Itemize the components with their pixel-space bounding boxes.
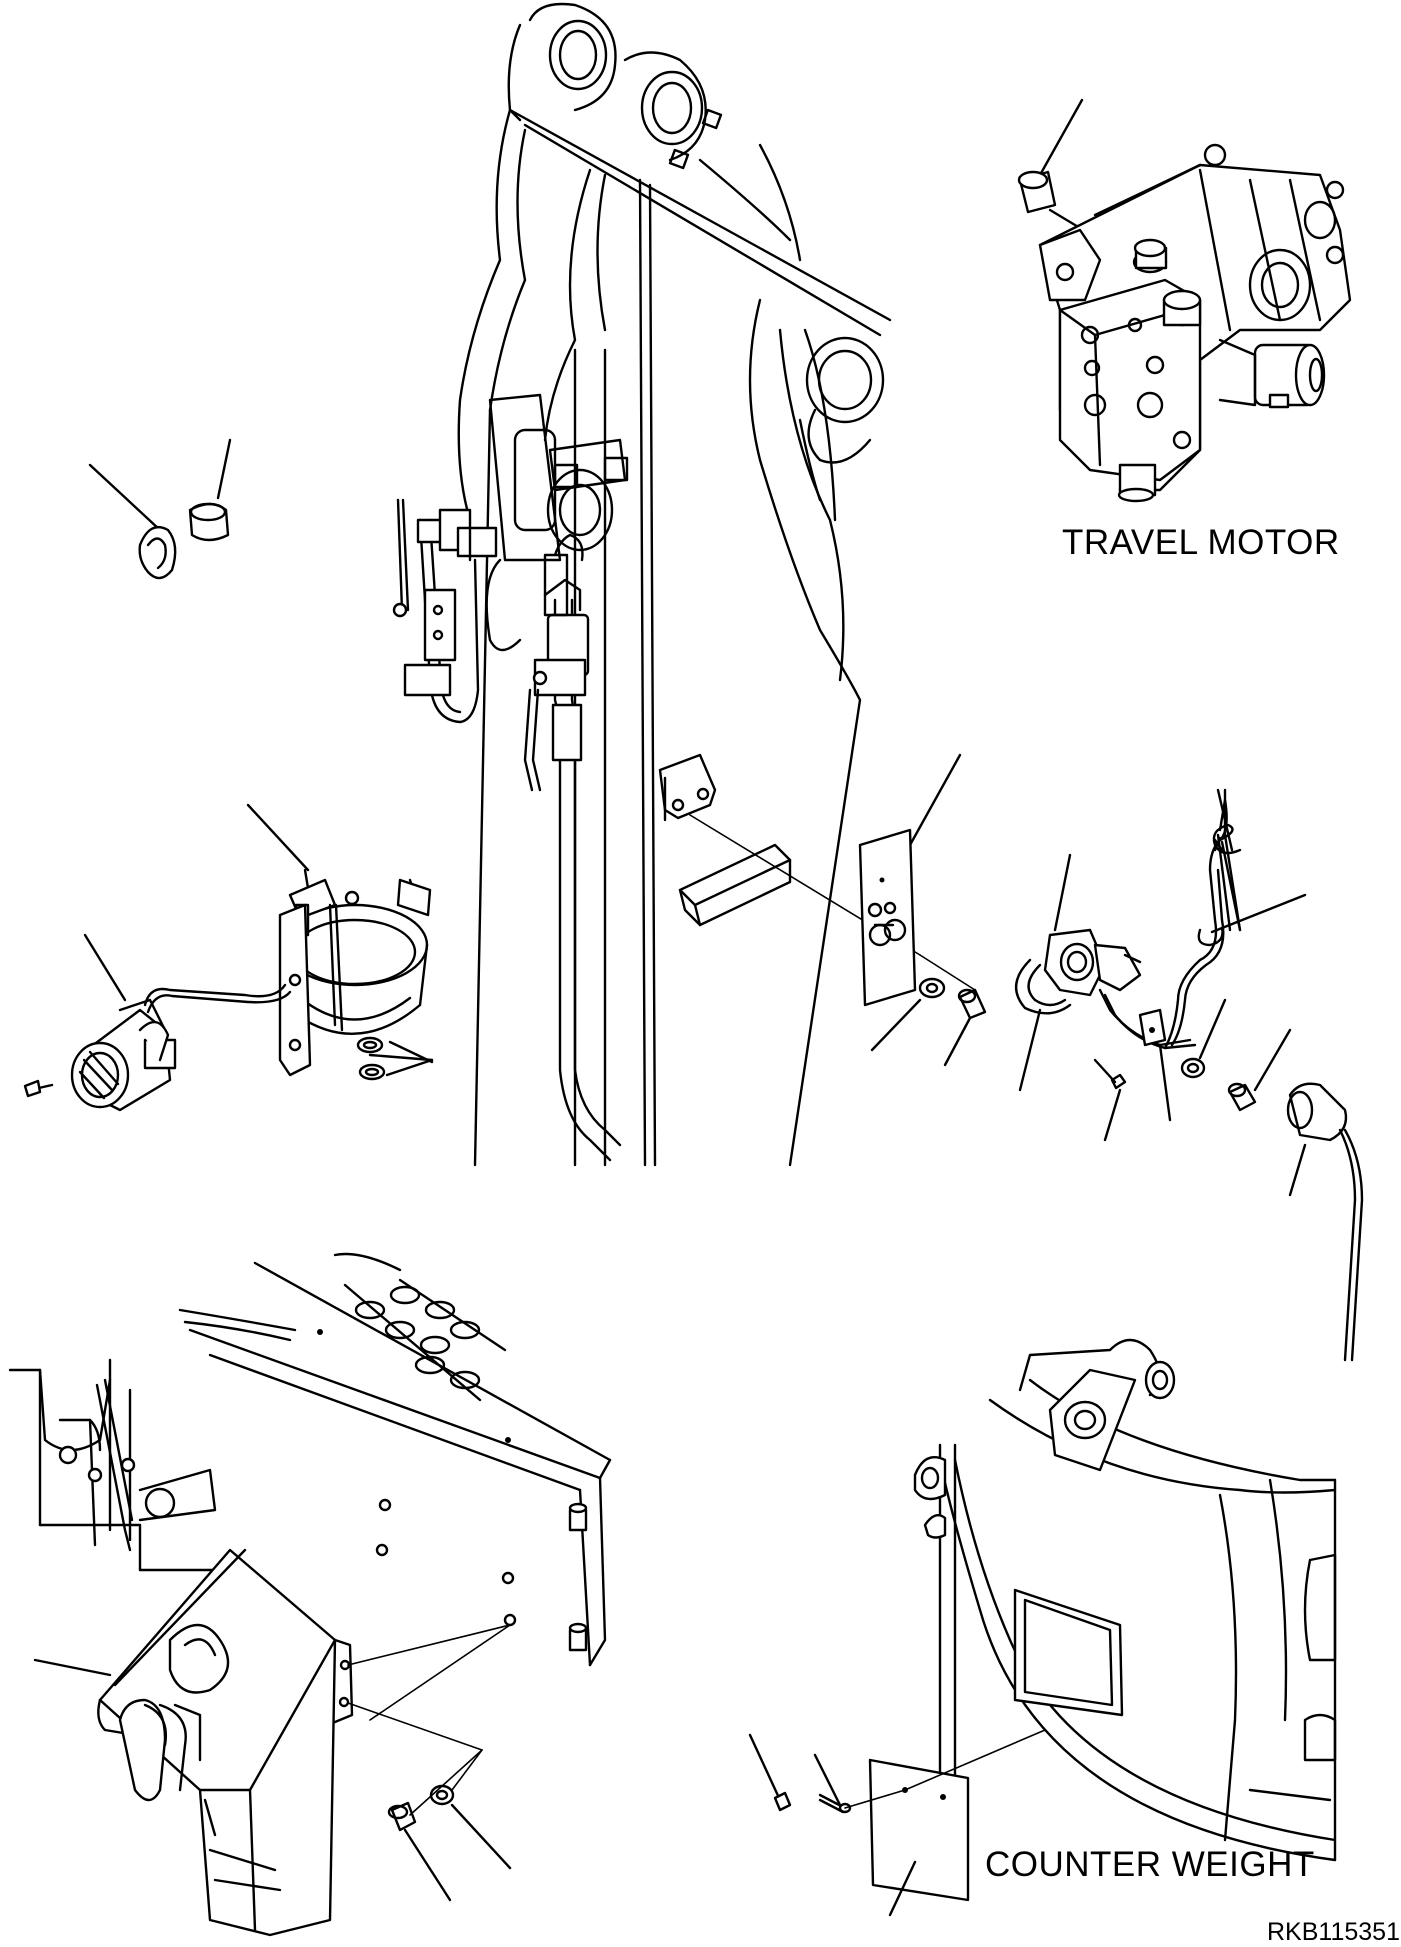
- boom-arm-drawing: [394, 4, 890, 1165]
- travel-motor-label: TRAVEL MOTOR: [1062, 523, 1340, 562]
- travel-motor-drawing: [1019, 100, 1350, 501]
- work-lamp-icon: [25, 935, 290, 1110]
- lamp-parts-left: [25, 440, 432, 1110]
- bracket-parts-center: [660, 755, 985, 1065]
- counter-weight-label: COUNTER WEIGHT: [985, 1845, 1315, 1884]
- lamp-guard-icon: [35, 1550, 510, 1935]
- drawing-code: RKB115351: [1267, 1918, 1400, 1946]
- counterweight-drawing: [750, 1340, 1335, 1915]
- lamp-parts-right: [1016, 790, 1362, 1360]
- undercarriage-frame-drawing: [10, 1254, 610, 1720]
